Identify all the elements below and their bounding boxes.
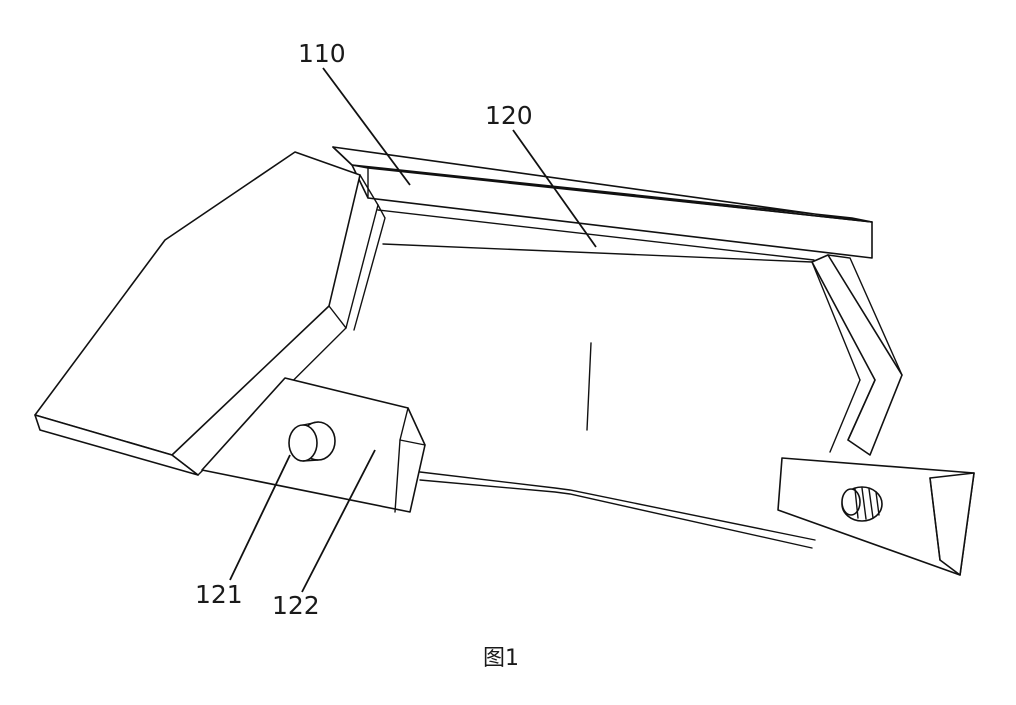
- apparatus-drawing: [34, 146, 975, 576]
- label-122: 122: [272, 591, 320, 620]
- leader-lines: [229, 67, 597, 593]
- label-121: 121: [195, 580, 243, 609]
- knob: [288, 421, 336, 462]
- panel-center-mark: [586, 342, 592, 431]
- leader-110: [322, 67, 411, 186]
- left-wing-panel: [34, 151, 386, 476]
- label-110: 110: [298, 39, 346, 68]
- figure-caption: 图1: [483, 646, 519, 671]
- leader-120: [512, 129, 597, 248]
- leader-122: [301, 449, 376, 593]
- panel-bottom-edge: [419, 471, 816, 549]
- label-120: 120: [485, 101, 533, 130]
- top-frame-bar: [332, 146, 873, 263]
- right-side-strip: [811, 254, 903, 456]
- right-screw: [841, 486, 883, 522]
- leader-121: [229, 454, 291, 581]
